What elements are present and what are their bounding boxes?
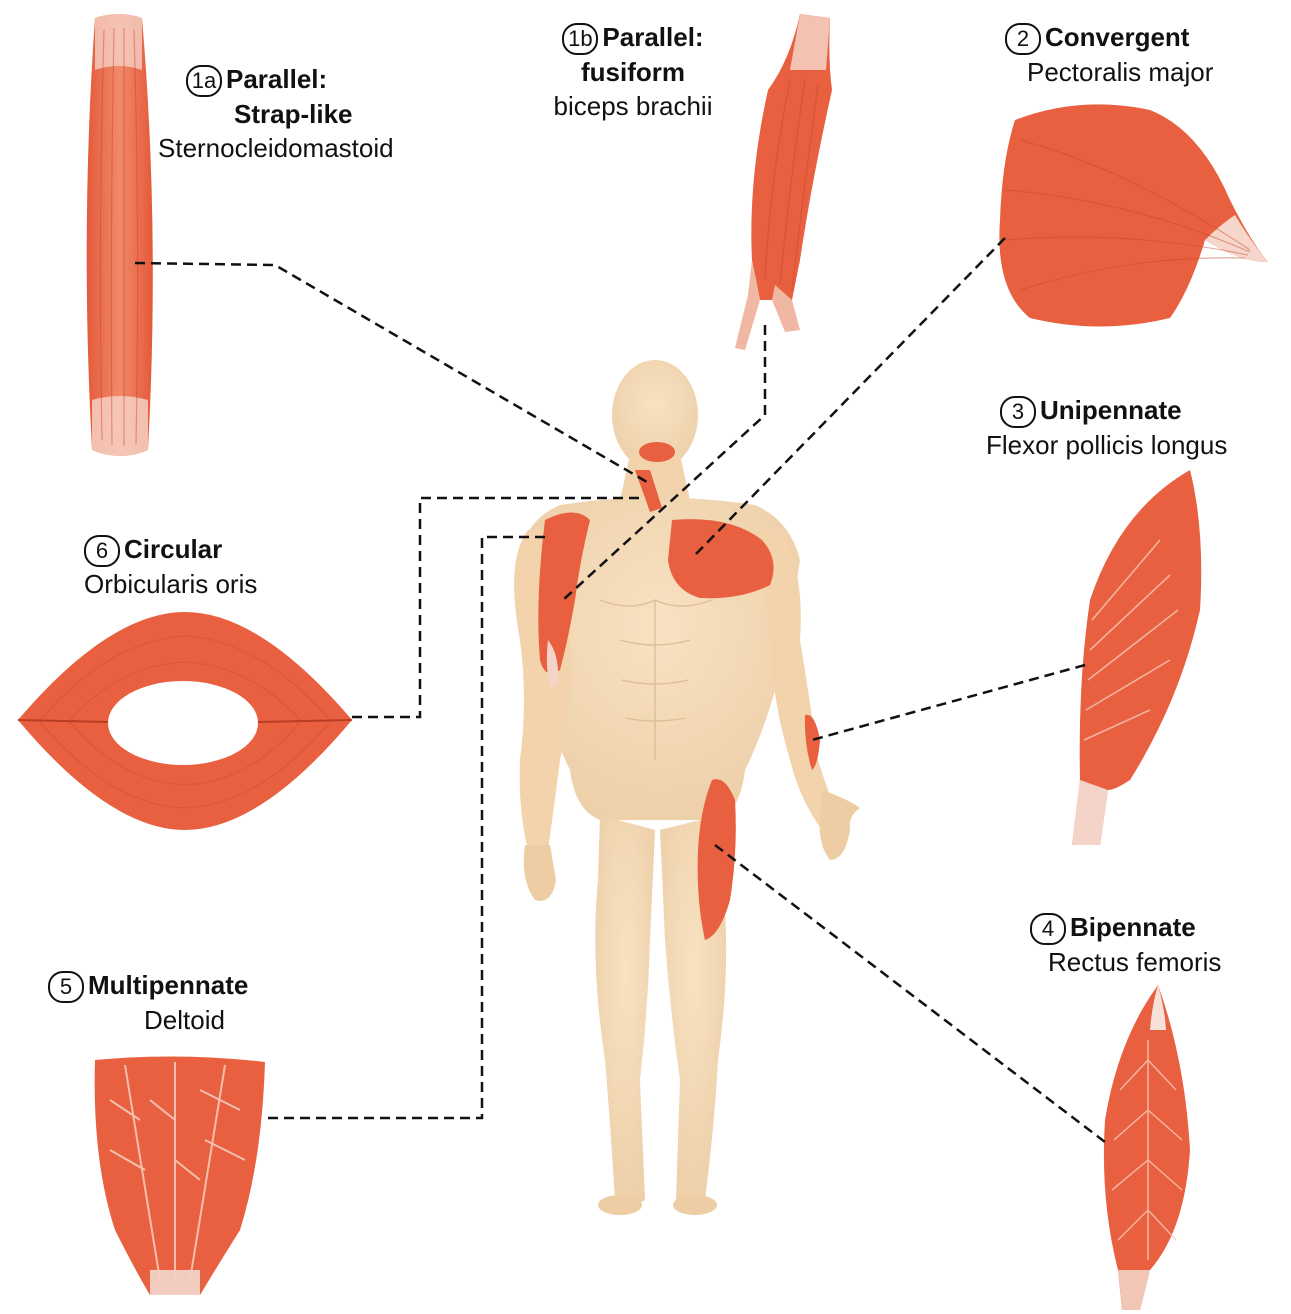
label-title: Convergent <box>1045 22 1189 52</box>
badge-1b: 1b <box>562 23 598 55</box>
human-body-figure <box>514 360 860 1215</box>
label-example: Sternocleidomastoid <box>158 131 394 165</box>
label-title: Unipennate <box>1040 395 1182 425</box>
leader-line-3 <box>812 665 1085 740</box>
multipennate-muscle <box>95 1056 265 1295</box>
label-example: Orbicularis oris <box>84 567 257 601</box>
badge-3: 3 <box>1000 396 1036 428</box>
label-title-line2: fusiform <box>528 55 738 89</box>
circular-muscle <box>18 612 352 830</box>
leader-line-2 <box>695 238 1005 555</box>
leader-line-5 <box>268 537 550 1118</box>
bipennate-muscle <box>1104 985 1190 1310</box>
label-title: Parallel: <box>602 22 703 52</box>
fusiform-muscle <box>735 14 832 350</box>
leader-line-1a <box>135 263 647 482</box>
label-example: Pectoralis major <box>1027 55 1213 89</box>
label-title-line2: Strap-like <box>186 97 394 131</box>
label-title: Parallel: <box>226 64 327 94</box>
label-title: Multipennate <box>88 970 248 1000</box>
label-title: Bipennate <box>1070 912 1196 942</box>
badge-5: 5 <box>48 971 84 1003</box>
label-example: Deltoid <box>144 1003 248 1037</box>
badge-2: 2 <box>1005 23 1041 55</box>
convergent-muscle <box>999 104 1268 326</box>
badge-6: 6 <box>84 535 120 567</box>
badge-4: 4 <box>1030 913 1066 945</box>
label-example: Flexor pollicis longus <box>986 428 1227 462</box>
leader-line-4 <box>715 845 1105 1142</box>
badge-1a: 1a <box>186 65 222 97</box>
unipennate-muscle <box>1072 470 1201 845</box>
label-title: Circular <box>124 534 222 564</box>
strap-like-muscle <box>87 14 153 456</box>
label-example: Rectus femoris <box>1048 945 1221 979</box>
label-example: biceps brachii <box>528 89 738 123</box>
